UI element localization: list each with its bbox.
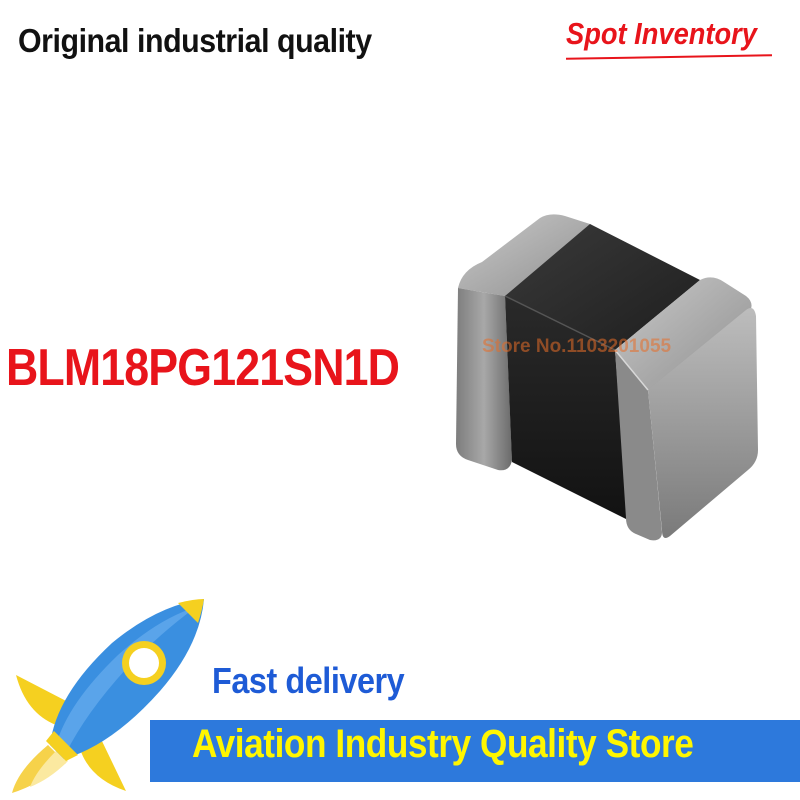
ferrite-bead-chip-image bbox=[440, 200, 770, 550]
spot-inventory-label: Spot Inventory bbox=[566, 16, 757, 51]
store-watermark: Store No.1103201055 bbox=[482, 336, 672, 357]
part-number: BLM18PG121SN1D bbox=[6, 339, 400, 397]
fast-delivery-label: Fast delivery bbox=[212, 660, 405, 701]
spot-inventory-underline bbox=[565, 54, 773, 60]
store-banner bbox=[150, 720, 800, 782]
headline-text: Original industrial quality bbox=[18, 22, 372, 59]
store-banner-text: Aviation Industry Quality Store bbox=[192, 722, 694, 766]
rocket-icon bbox=[8, 595, 218, 795]
